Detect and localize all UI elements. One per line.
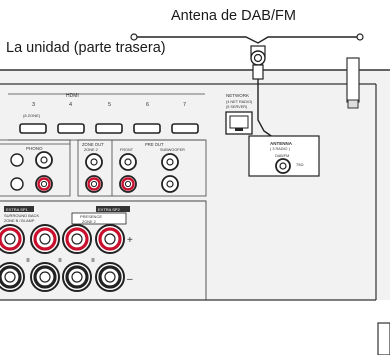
- presence-sub: ZONE 2: [82, 220, 96, 224]
- antenna-callout: Antena de DAB/FM: [171, 8, 296, 24]
- terminal-minus-row: [0, 262, 125, 292]
- hdmi-port: [57, 123, 85, 134]
- antenna-sub: ( 3 RADIO ): [270, 147, 291, 151]
- antenna-input: ANTENNA ( 3 RADIO ) DAB/FM 75Ω: [248, 135, 320, 177]
- subwoofer-label: SUBWOOFER: [160, 148, 185, 152]
- speaker-terminals: EXTRA SP1 SURROUND BACK ZONE B / BI-AMP …: [0, 200, 207, 300]
- hdmi-port-label: 6: [146, 102, 149, 108]
- chassis: [0, 57, 390, 355]
- unit-callout: La unidad (parte trasera): [6, 40, 166, 56]
- terminal-plus-row: [0, 224, 125, 254]
- pre-out-section: ZONE OUT ZONE 2 PRE OUT FRONT SUBWOOFER: [77, 139, 207, 197]
- dab-fm-label: DAB/FM: [275, 154, 289, 158]
- phono-section: PHONO: [0, 139, 71, 197]
- plus-sign: +: [127, 235, 133, 246]
- network-section: NETWORK (4 NET RADIO) (5 SERVER): [225, 93, 253, 135]
- zone-out-label: ZONE OUT: [82, 142, 104, 147]
- hdmi-port-label: 7: [183, 102, 186, 108]
- hdmi-port: [19, 123, 47, 134]
- antenna-label: ANTENNA: [270, 141, 293, 146]
- network-sub: (5 SERVER): [226, 105, 248, 109]
- pre-out-label: PRE OUT: [145, 142, 164, 147]
- network-label: NETWORK: [226, 93, 249, 98]
- presence-label: PRESENCE: [80, 214, 102, 219]
- network-sub: (4 NET RADIO): [226, 100, 253, 104]
- extra-sp1-label: EXTRA SP1: [6, 207, 29, 212]
- hdmi-port: [133, 123, 161, 134]
- hdmi-note: (8 ZONE): [23, 113, 41, 118]
- hdmi-port: [95, 123, 123, 134]
- surround-back-label: SURROUND BACK: [4, 213, 39, 218]
- minus-sign: –: [127, 274, 133, 285]
- impedance-label: 75Ω: [296, 162, 303, 167]
- front-label: FRONT: [120, 148, 134, 152]
- hdmi-header: HDMI: [66, 93, 79, 99]
- dab-fm-antenna: [130, 33, 364, 141]
- phono-label: PHONO: [26, 146, 43, 151]
- hdmi-port: [171, 123, 199, 134]
- hdmi-port-label: 3: [32, 102, 35, 108]
- extra-sp2-label: EXTRA SP2: [98, 207, 121, 212]
- hdmi-port-label: 4: [69, 102, 72, 108]
- zone-out-sub: ZONE 2: [84, 148, 98, 152]
- surround-back-sub: ZONE B / BI-AMP: [4, 219, 35, 223]
- hdmi-port-label: 5: [108, 102, 111, 108]
